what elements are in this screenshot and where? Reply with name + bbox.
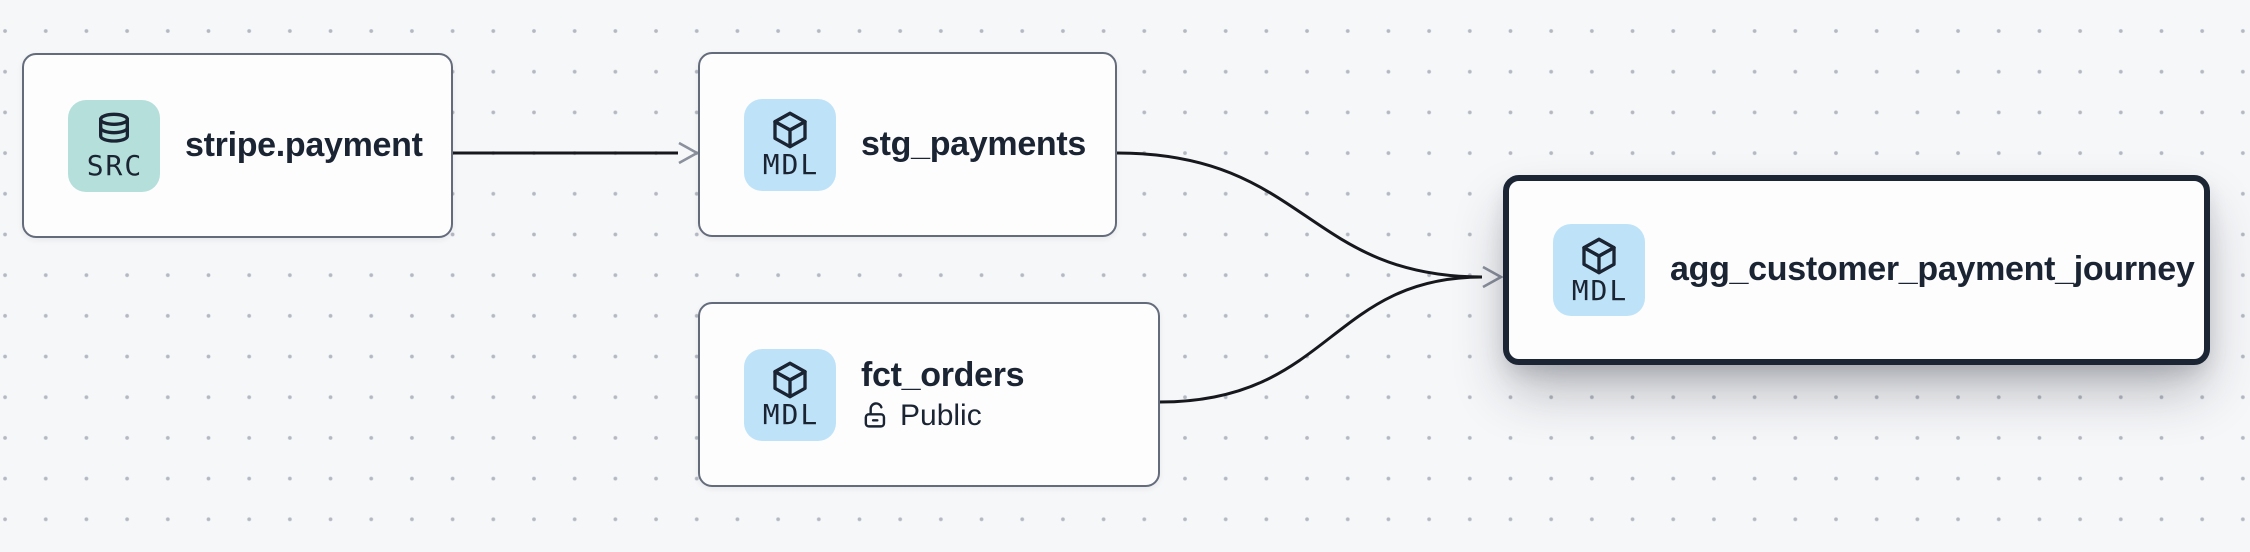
lock-open-icon — [864, 402, 886, 428]
node-title: stg_payments — [861, 124, 1087, 163]
cube-icon — [1582, 237, 1616, 274]
node-stripe-payment[interactable]: SRC stripe.payment — [22, 53, 453, 238]
node-agg-customer-payment-journey[interactable]: MDL agg_customer_payment_journey — [1503, 175, 2210, 365]
node-text: fct_orders Public — [861, 355, 1025, 432]
cube-icon — [773, 361, 807, 399]
badge-label: SRC — [86, 149, 144, 182]
model-type-badge: MDL — [744, 98, 836, 191]
edge-stg-payments-to-agg[interactable] — [1116, 151, 1483, 279]
database-icon — [99, 112, 129, 143]
access-label: Public — [900, 398, 982, 432]
edge-fct-orders-to-agg[interactable] — [1159, 275, 1483, 404]
badge-label: MDL — [1571, 273, 1629, 307]
badge-label: MDL — [762, 398, 820, 431]
arrowhead-icon — [1482, 265, 1504, 289]
node-title: stripe.payment — [185, 125, 423, 164]
arrowhead-icon — [678, 141, 700, 165]
access-row: Public — [861, 400, 982, 432]
node-title: fct_orders — [861, 355, 1025, 394]
model-type-badge: MDL — [744, 348, 836, 441]
model-type-badge: MDL — [1553, 224, 1645, 316]
node-title: agg_customer_payment_journey — [1670, 250, 2195, 289]
node-stg-payments[interactable]: MDL stg_payments — [698, 52, 1117, 237]
badge-label: MDL — [762, 148, 820, 181]
node-fct-orders[interactable]: MDL fct_orders Public — [698, 302, 1160, 487]
cube-icon — [773, 111, 807, 149]
source-type-badge: SRC — [68, 99, 160, 192]
